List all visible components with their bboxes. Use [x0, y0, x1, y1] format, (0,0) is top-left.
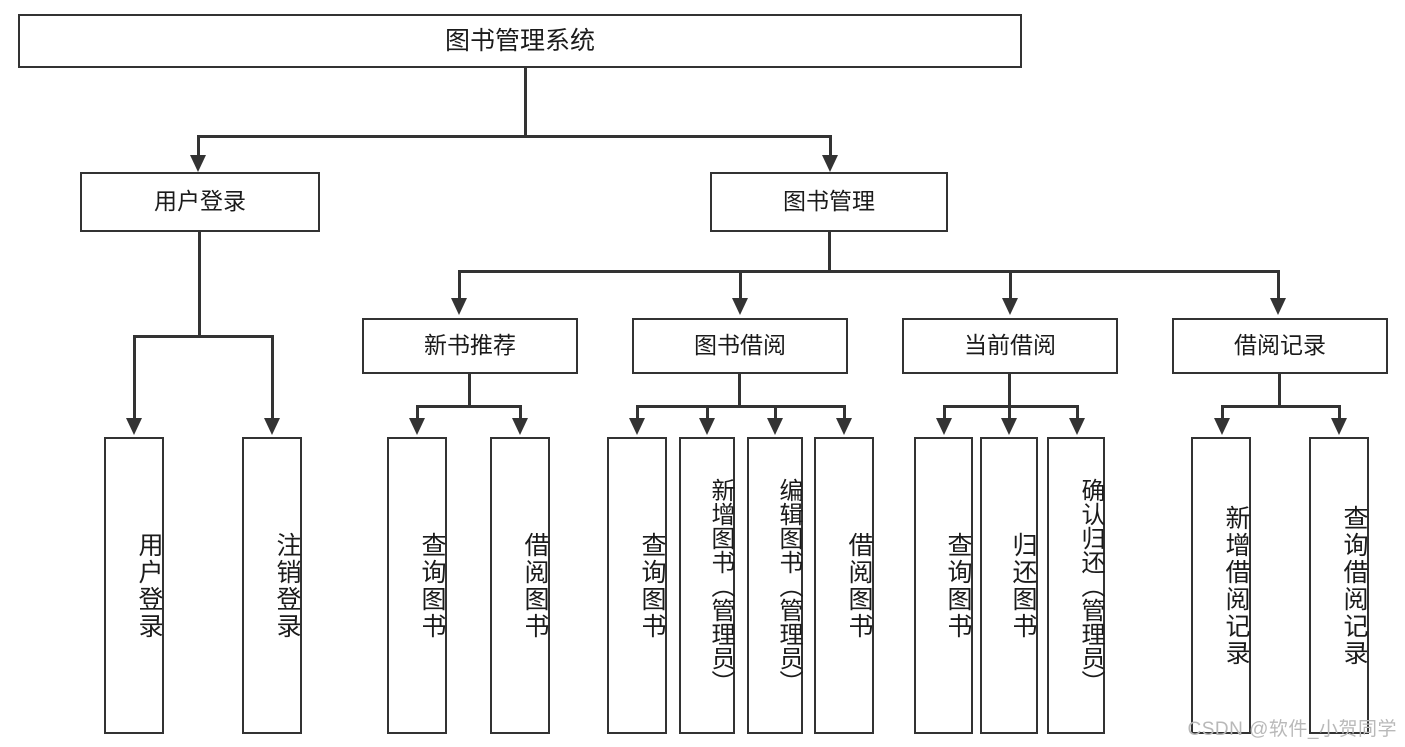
- connector-current-borrow-drop-3: [1076, 405, 1079, 420]
- arrowhead-book-borrow-leaf-2: [699, 418, 715, 435]
- arrowhead-borrow-records-leaf-2: [1331, 418, 1347, 435]
- arrowhead-to-current-borrow: [1002, 298, 1018, 315]
- connector-new-book-stem: [468, 374, 471, 407]
- arrowhead-to-borrow-records: [1270, 298, 1286, 315]
- leaf-book-borrow-query[interactable]: 查询图书: [607, 437, 667, 734]
- node-borrow-records[interactable]: 借阅记录: [1172, 318, 1388, 374]
- connector-book-manage-drop-4: [1277, 270, 1280, 300]
- node-new-book-recommend[interactable]: 新书推荐: [362, 318, 578, 374]
- arrowhead-book-borrow-leaf-1: [629, 418, 645, 435]
- arrowhead-book-borrow-leaf-4: [836, 418, 852, 435]
- connector-current-borrow-drop-2: [1008, 405, 1011, 420]
- node-root-system[interactable]: 图书管理系统: [18, 14, 1022, 68]
- leaf-current-borrow-query[interactable]: 查询图书: [914, 437, 973, 734]
- arrowhead-current-borrow-leaf-1: [936, 418, 952, 435]
- arrowhead-user-login-leaf-1: [126, 418, 142, 435]
- node-book-manage[interactable]: 图书管理: [710, 172, 948, 232]
- arrowhead-borrow-records-leaf-1: [1214, 418, 1230, 435]
- connector-root-drop-right: [829, 135, 832, 157]
- node-user-login[interactable]: 用户登录: [80, 172, 320, 232]
- arrowhead-new-book-leaf-2: [512, 418, 528, 435]
- connector-user-login-stem: [198, 232, 201, 335]
- leaf-user-login-login[interactable]: 用户登录: [104, 437, 164, 734]
- arrowhead-new-book-leaf-1: [409, 418, 425, 435]
- connector-book-borrow-stem: [738, 374, 741, 407]
- connector-root-drop-left: [197, 135, 200, 157]
- arrowhead-current-borrow-leaf-2: [1001, 418, 1017, 435]
- leaf-current-borrow-confirm-return[interactable]: 确认归还（管理员）: [1047, 437, 1105, 734]
- connector-book-manage-drop-3: [1009, 270, 1012, 300]
- connector-current-borrow-stem: [1008, 374, 1011, 407]
- connector-new-book-bus: [416, 405, 522, 408]
- connector-book-manage-bus: [458, 270, 1280, 273]
- connector-borrow-records-drop-2: [1338, 405, 1341, 420]
- connector-new-book-drop-1: [416, 405, 419, 420]
- leaf-borrow-records-add[interactable]: 新增借阅记录: [1191, 437, 1251, 734]
- connector-user-login-drop-1: [133, 335, 136, 420]
- leaf-user-login-logout[interactable]: 注销登录: [242, 437, 302, 734]
- leaf-borrow-records-query[interactable]: 查询借阅记录: [1309, 437, 1369, 734]
- connector-root-bus: [197, 135, 831, 138]
- connector-user-login-drop-2: [271, 335, 274, 420]
- connector-borrow-records-drop-1: [1221, 405, 1224, 420]
- connector-book-manage-stem: [828, 232, 831, 272]
- connector-book-borrow-drop-1: [636, 405, 639, 420]
- connector-book-borrow-drop-4: [843, 405, 846, 420]
- connector-borrow-records-stem: [1278, 374, 1281, 407]
- node-book-borrow[interactable]: 图书借阅: [632, 318, 848, 374]
- arrowhead-book-borrow-leaf-3: [767, 418, 783, 435]
- leaf-book-borrow-add[interactable]: 新增图书（管理员）: [679, 437, 735, 734]
- connector-borrow-records-bus: [1221, 405, 1339, 408]
- connector-new-book-drop-2: [519, 405, 522, 420]
- connector-root-stem: [524, 68, 527, 135]
- leaf-book-borrow-borrow[interactable]: 借阅图书: [814, 437, 874, 734]
- arrowhead-to-book-manage: [822, 155, 838, 172]
- leaf-new-book-query[interactable]: 查询图书: [387, 437, 447, 734]
- connector-current-borrow-drop-1: [943, 405, 946, 420]
- leaf-new-book-borrow[interactable]: 借阅图书: [490, 437, 550, 734]
- arrowhead-current-borrow-leaf-3: [1069, 418, 1085, 435]
- connector-book-borrow-drop-2: [706, 405, 709, 420]
- arrowhead-user-login-leaf-2: [264, 418, 280, 435]
- connector-user-login-bus: [133, 335, 273, 338]
- node-current-borrow[interactable]: 当前借阅: [902, 318, 1118, 374]
- arrowhead-to-new-book-recommend: [451, 298, 467, 315]
- connector-book-manage-drop-1: [458, 270, 461, 300]
- connector-book-manage-drop-2: [739, 270, 742, 300]
- arrowhead-to-user-login: [190, 155, 206, 172]
- connector-book-borrow-bus: [636, 405, 844, 408]
- arrowhead-to-book-borrow: [732, 298, 748, 315]
- csdn-watermark: CSDN @软件_小贺同学: [1187, 719, 1397, 740]
- leaf-book-borrow-edit[interactable]: 编辑图书（管理员）: [747, 437, 803, 734]
- connector-book-borrow-drop-3: [774, 405, 777, 420]
- leaf-current-borrow-return[interactable]: 归还图书: [980, 437, 1038, 734]
